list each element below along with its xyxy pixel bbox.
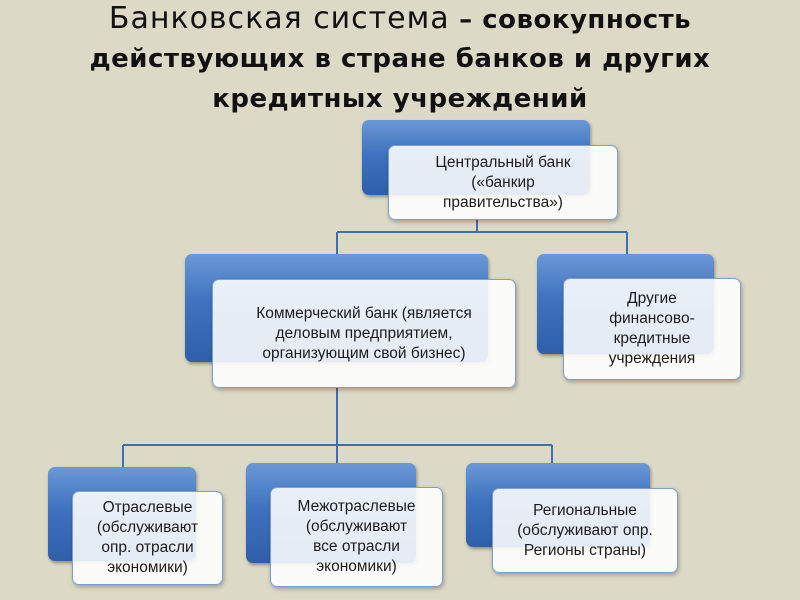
other-institutions-node: Другие финансово- кредитные учреждения bbox=[563, 278, 741, 380]
connector-commercial-to-level3 bbox=[122, 388, 553, 467]
regional-node: Региональные (обслуживают опр. Регионы с… bbox=[492, 488, 678, 573]
slide-title: Банковская система – совокупность действ… bbox=[20, 0, 780, 119]
commercial-bank-label: Коммерческий банк (является деловым пред… bbox=[256, 304, 472, 362]
title-line3: кредитных учреждений bbox=[212, 84, 588, 114]
central-bank-node: Центральный банк («банкир правительства»… bbox=[388, 145, 618, 220]
commercial-bank-node: Коммерческий банк (является деловым пред… bbox=[212, 279, 516, 388]
sectoral-label: Отраслевые (обслуживают опр. отрасли эко… bbox=[96, 499, 199, 576]
intersectoral-node: Межотраслевые (обслуживают все отрасли э… bbox=[270, 487, 443, 587]
connector-central-to-level2 bbox=[336, 220, 628, 254]
title-term: Банковская система bbox=[108, 1, 450, 36]
intersectoral-label: Межотраслевые (обслуживают все отрасли э… bbox=[297, 498, 416, 575]
central-bank-label: Центральный банк («банкир правительства»… bbox=[435, 153, 571, 211]
title-line2: действующих в стране банков и других bbox=[89, 44, 711, 74]
other-institutions-label: Другие финансово- кредитные учреждения bbox=[608, 290, 696, 367]
regional-label: Региональные (обслуживают опр. Регионы с… bbox=[517, 501, 653, 559]
sectoral-node: Отраслевые (обслуживают опр. отрасли эко… bbox=[72, 491, 223, 585]
title-line1-rest: – совокупность bbox=[449, 5, 692, 35]
